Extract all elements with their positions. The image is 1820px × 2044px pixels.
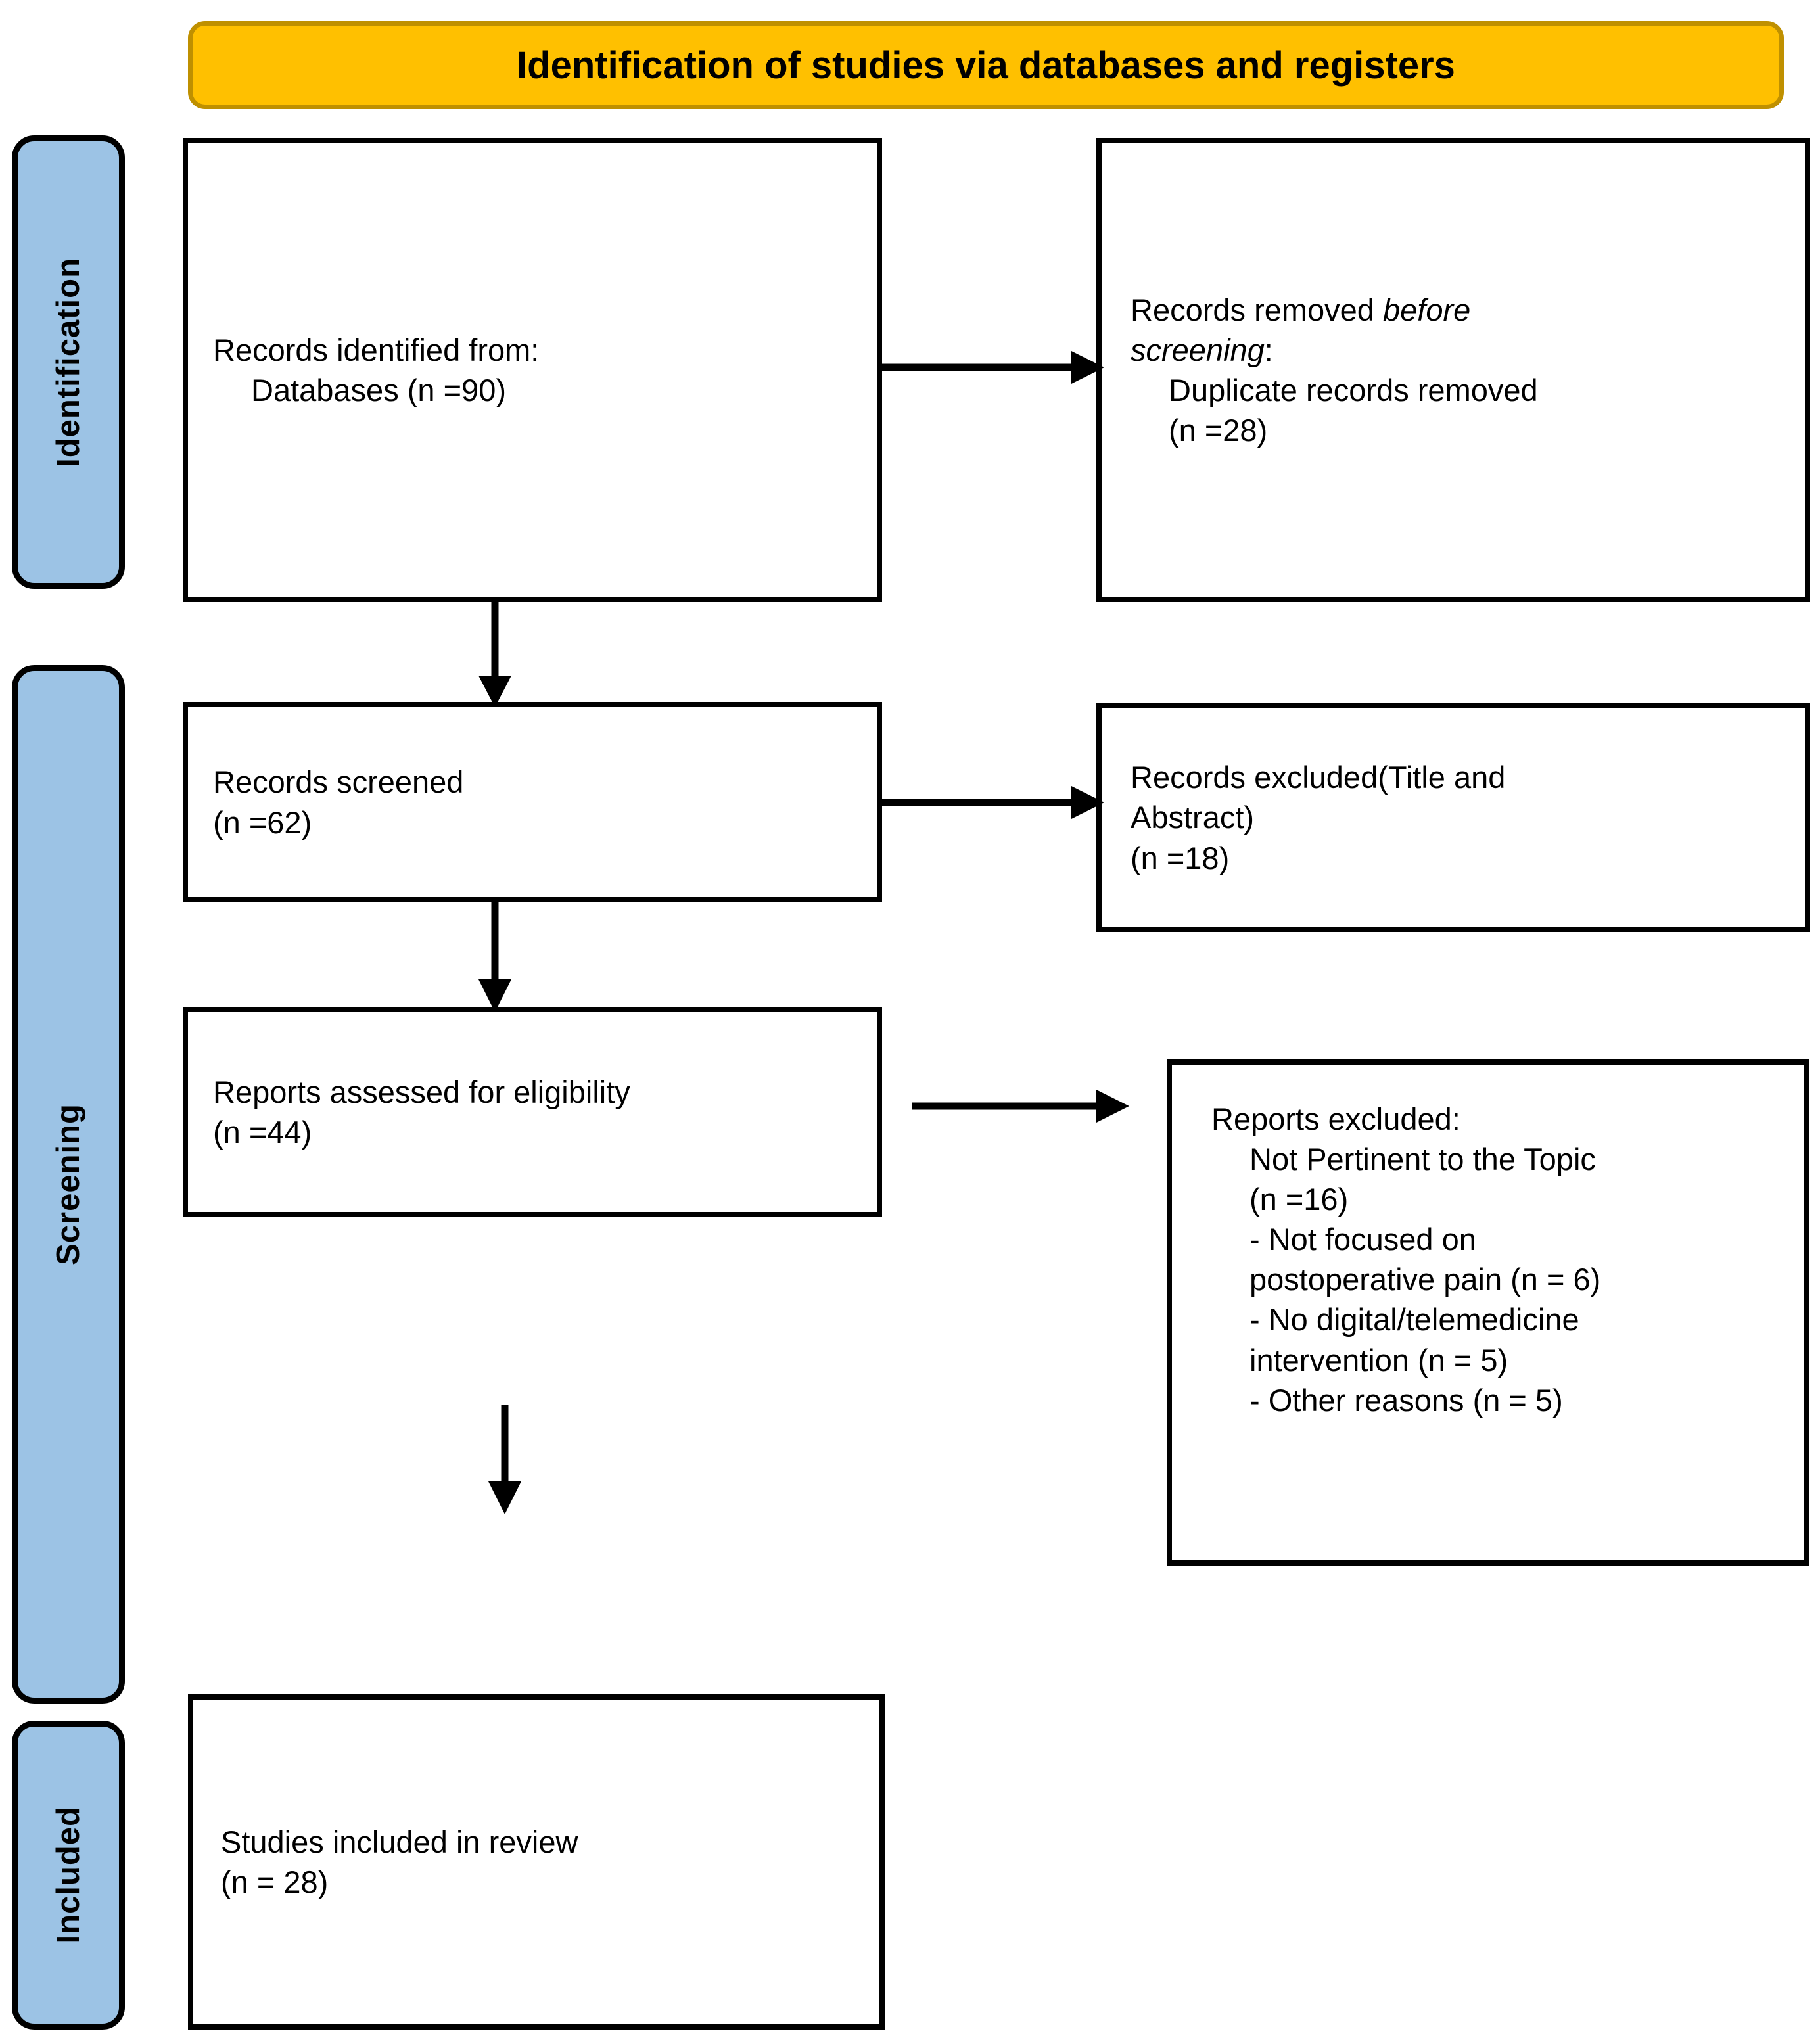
box-studies-included-text: Studies included in review (n = 28) xyxy=(193,1822,578,1902)
arrow-screened-to-eligibility xyxy=(473,898,517,1012)
studies-included-label: Studies included in review xyxy=(221,1824,578,1859)
records-removed-prefix: Records removed xyxy=(1131,292,1383,327)
box-records-identified: Records identified from: Databases (n =90… xyxy=(183,138,882,602)
box-studies-included: Studies included in review (n = 28) xyxy=(188,1694,885,2030)
duplicate-records-removed-label: Duplicate records removed xyxy=(1169,373,1538,407)
stage-label-included: Included xyxy=(12,1721,125,2030)
box-records-screened-text: Records screened (n =62) xyxy=(188,762,463,842)
box-records-screened: Records screened (n =62) xyxy=(183,702,882,902)
box-records-removed-before-screening: Records removed before screening: Duplicat… xyxy=(1096,138,1810,602)
box-records-identified-text: Records identified from: Databases (n =90… xyxy=(188,330,539,410)
reports-excluded-reason-6: - Other reasons (n = 5) xyxy=(1249,1382,1563,1418)
reports-excluded-reason-5: intervention (n = 5) xyxy=(1249,1342,1508,1378)
records-identified-line1: Records identified from: xyxy=(213,332,540,367)
box-reports-excluded-text: Reports excluded: Not Pertinent to the To… xyxy=(1172,1065,1600,1420)
records-screened-label: Records screened xyxy=(213,764,464,800)
stage-label-included-text: Included xyxy=(51,1806,86,1944)
diagram-title: Identification of studies via databases … xyxy=(517,43,1455,87)
box-records-removed-text: Records removed before screening: Duplicat… xyxy=(1102,290,1538,450)
stage-label-identification: Identification xyxy=(12,135,125,589)
reports-excluded-reason-4: - No digital/telemedicine xyxy=(1249,1302,1579,1337)
box-reports-assessed-text: Reports assessed for eligibility (n =44) xyxy=(188,1072,630,1152)
reports-excluded-reason-2: - Not focused on xyxy=(1249,1222,1476,1257)
records-screened-count: (n =62) xyxy=(213,804,312,840)
records-excluded-line2: Abstract) xyxy=(1131,800,1255,835)
arrow-identified-to-removed xyxy=(877,346,1104,389)
arrow-eligibility-to-reports-excluded xyxy=(912,1084,1129,1128)
records-identified-line2: Databases (n =90) xyxy=(251,373,506,407)
studies-included-count: (n = 28) xyxy=(221,1865,329,1899)
reports-excluded-reason-3: postoperative pain (n = 6) xyxy=(1249,1262,1601,1297)
reports-excluded-reason-1: (n =16) xyxy=(1249,1182,1349,1217)
box-reports-assessed-eligibility: Reports assessed for eligibility (n =44) xyxy=(183,1007,882,1217)
reports-assessed-count: (n =44) xyxy=(213,1115,312,1150)
records-removed-colon: : xyxy=(1264,332,1273,367)
records-excluded-line1: Records excluded(Title and xyxy=(1131,760,1506,795)
records-excluded-count: (n =18) xyxy=(1131,840,1230,875)
duplicate-records-removed-count: (n =28) xyxy=(1169,413,1268,448)
arrow-screened-to-excluded xyxy=(877,781,1104,824)
records-removed-italic-screening: screening xyxy=(1131,332,1265,367)
reports-excluded-reason-0: Not Pertinent to the Topic xyxy=(1249,1142,1596,1177)
reports-assessed-label: Reports assessed for eligibility xyxy=(213,1074,630,1109)
reports-excluded-heading: Reports excluded: xyxy=(1211,1102,1460,1136)
diagram-header-banner: Identification of studies via databases … xyxy=(188,21,1784,109)
stage-label-screening: Screening xyxy=(12,665,125,1704)
box-reports-excluded: Reports excluded: Not Pertinent to the To… xyxy=(1167,1059,1809,1566)
arrow-eligibility-to-included xyxy=(483,1405,526,1514)
records-removed-italic-before: before xyxy=(1383,292,1471,327)
stage-label-screening-text: Screening xyxy=(51,1103,86,1265)
arrow-identified-to-screened xyxy=(473,597,517,707)
stage-label-identification-text: Identification xyxy=(51,257,86,467)
